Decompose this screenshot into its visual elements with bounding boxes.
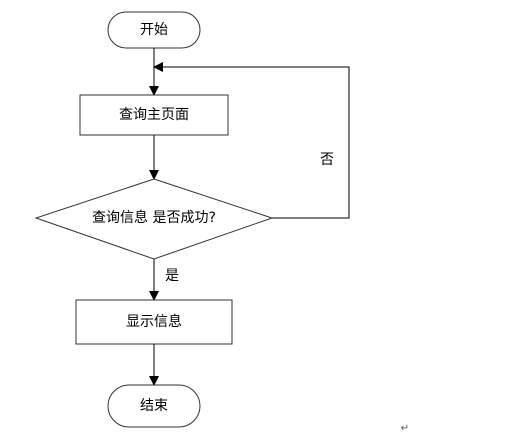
return-mark: ↵ xyxy=(401,423,409,434)
display-label: 显示信息 xyxy=(126,313,182,330)
yes-label: 是 xyxy=(165,268,179,284)
no-label: 否 xyxy=(320,152,334,168)
decision-label: 查询信息 是否成功? xyxy=(92,209,216,226)
end-label: 结束 xyxy=(140,398,168,414)
decision-node: 查询信息 是否成功? xyxy=(34,178,274,260)
query-home-label: 查询主页面 xyxy=(119,107,189,123)
display-node: 显示信息 xyxy=(75,299,233,345)
start-label: 开始 xyxy=(140,22,168,38)
query-home-node: 查询主页面 xyxy=(79,94,229,136)
start-node: 开始 xyxy=(107,11,201,49)
arrow-no-loop xyxy=(153,62,350,219)
end-node: 结束 xyxy=(107,384,201,428)
